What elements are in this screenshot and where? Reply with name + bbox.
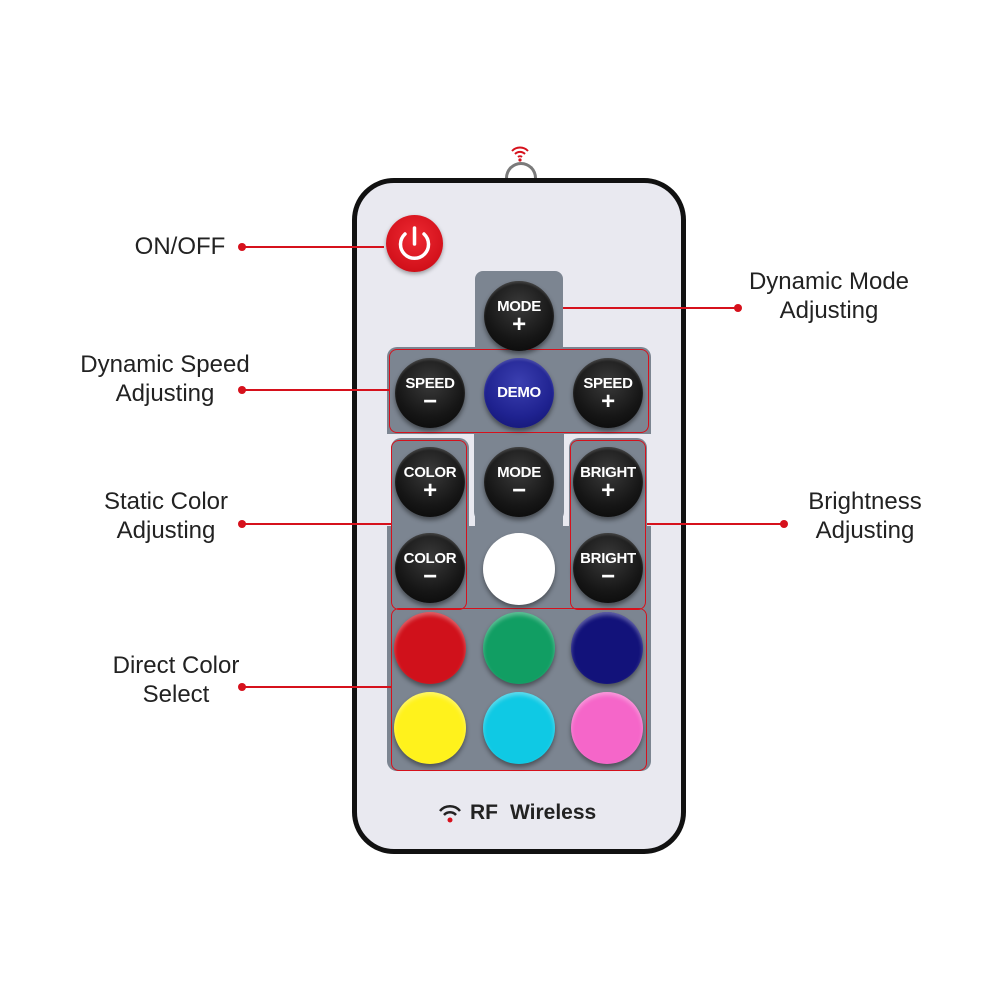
- mode-plus-label: MODE: [497, 298, 541, 315]
- annotation-on-off-text: ON/OFF: [134, 233, 226, 260]
- annotation-text-line1: Static Color: [103, 488, 229, 515]
- annotation-text-line2: Adjusting: [115, 380, 215, 407]
- annotation-text-line1: Direct Color: [112, 652, 240, 679]
- annotation-text-line1: Brightness: [808, 488, 922, 515]
- mode-minus-label: MODE: [497, 464, 541, 481]
- direct-color-group-outline: [391, 608, 647, 771]
- color-cyan-button[interactable]: [483, 692, 555, 764]
- minus-symbol: −: [512, 477, 526, 504]
- annotation-line: [647, 523, 783, 525]
- plus-symbol: +: [512, 311, 526, 338]
- color-green-button[interactable]: [483, 612, 555, 684]
- color-pink-button[interactable]: [571, 692, 643, 764]
- annotation-text-line2: Select: [142, 681, 210, 708]
- wireless-signal-icon: [511, 146, 529, 162]
- plus-symbol: +: [601, 388, 615, 415]
- bright-group-outline: [570, 440, 646, 610]
- color-minus-button[interactable]: COLOR −: [395, 533, 465, 603]
- annotation-line: [242, 523, 392, 525]
- annotation-text-line1: Dynamic Mode: [748, 268, 910, 295]
- annotation-line: [242, 246, 384, 248]
- speed-plus-label: SPEED: [583, 375, 633, 392]
- speed-plus-button[interactable]: SPEED +: [573, 358, 643, 428]
- annotation-text-line1: Dynamic Speed: [80, 351, 250, 378]
- minus-symbol: −: [601, 563, 615, 590]
- mode-plus-button[interactable]: MODE +: [484, 281, 554, 351]
- lanyard-loop: [505, 162, 537, 190]
- power-icon: [398, 226, 431, 261]
- speed-minus-button[interactable]: SPEED −: [395, 358, 465, 428]
- minus-symbol: −: [423, 563, 437, 590]
- color-yellow-button[interactable]: [394, 692, 466, 764]
- demo-label: DEMO: [497, 384, 541, 401]
- annotation-dot: [734, 304, 742, 312]
- wireless-text: Wireless: [510, 801, 597, 824]
- color-plus-label: COLOR: [403, 464, 457, 481]
- bright-minus-button[interactable]: BRIGHT −: [573, 533, 643, 603]
- wireless-signal-icon: [439, 805, 461, 823]
- minus-symbol: −: [423, 388, 437, 415]
- bright-plus-button[interactable]: BRIGHT +: [573, 447, 643, 517]
- color-blue-button[interactable]: [571, 612, 643, 684]
- color-white-button[interactable]: [483, 533, 555, 605]
- annotation-static-color: Static Color Adjusting: [80, 487, 252, 545]
- annotation-direct-color: Direct Color Select: [90, 651, 262, 709]
- color-group-outline: [391, 440, 467, 610]
- demo-button[interactable]: DEMO: [484, 358, 554, 428]
- annotation-on-off: ON/OFF: [120, 232, 240, 261]
- color-plus-button[interactable]: COLOR +: [395, 447, 465, 517]
- annotation-dot: [780, 520, 788, 528]
- annotation-text-line2: Adjusting: [815, 517, 915, 544]
- annotation-dynamic-mode: Dynamic Mode Adjusting: [724, 267, 934, 325]
- annotation-text-line2: Adjusting: [116, 517, 216, 544]
- annotation-text-line2: Adjusting: [779, 297, 879, 324]
- plus-symbol: +: [423, 477, 437, 504]
- plus-symbol: +: [601, 477, 615, 504]
- power-button[interactable]: [386, 215, 443, 272]
- rf-wireless-label: RF Wireless: [438, 800, 596, 826]
- speed-minus-label: SPEED: [405, 375, 455, 392]
- bright-plus-label: BRIGHT: [580, 464, 636, 481]
- rf-text: RF: [470, 801, 498, 824]
- annotation-line: [242, 686, 392, 688]
- annotation-line: [563, 307, 735, 309]
- annotation-line: [242, 389, 390, 391]
- annotation-dynamic-speed: Dynamic Speed Adjusting: [60, 350, 270, 408]
- bright-minus-label: BRIGHT: [580, 550, 636, 567]
- annotation-brightness: Brightness Adjusting: [780, 487, 950, 545]
- mode-minus-button[interactable]: MODE −: [484, 447, 554, 517]
- color-minus-label: COLOR: [403, 550, 457, 567]
- color-red-button[interactable]: [394, 612, 466, 684]
